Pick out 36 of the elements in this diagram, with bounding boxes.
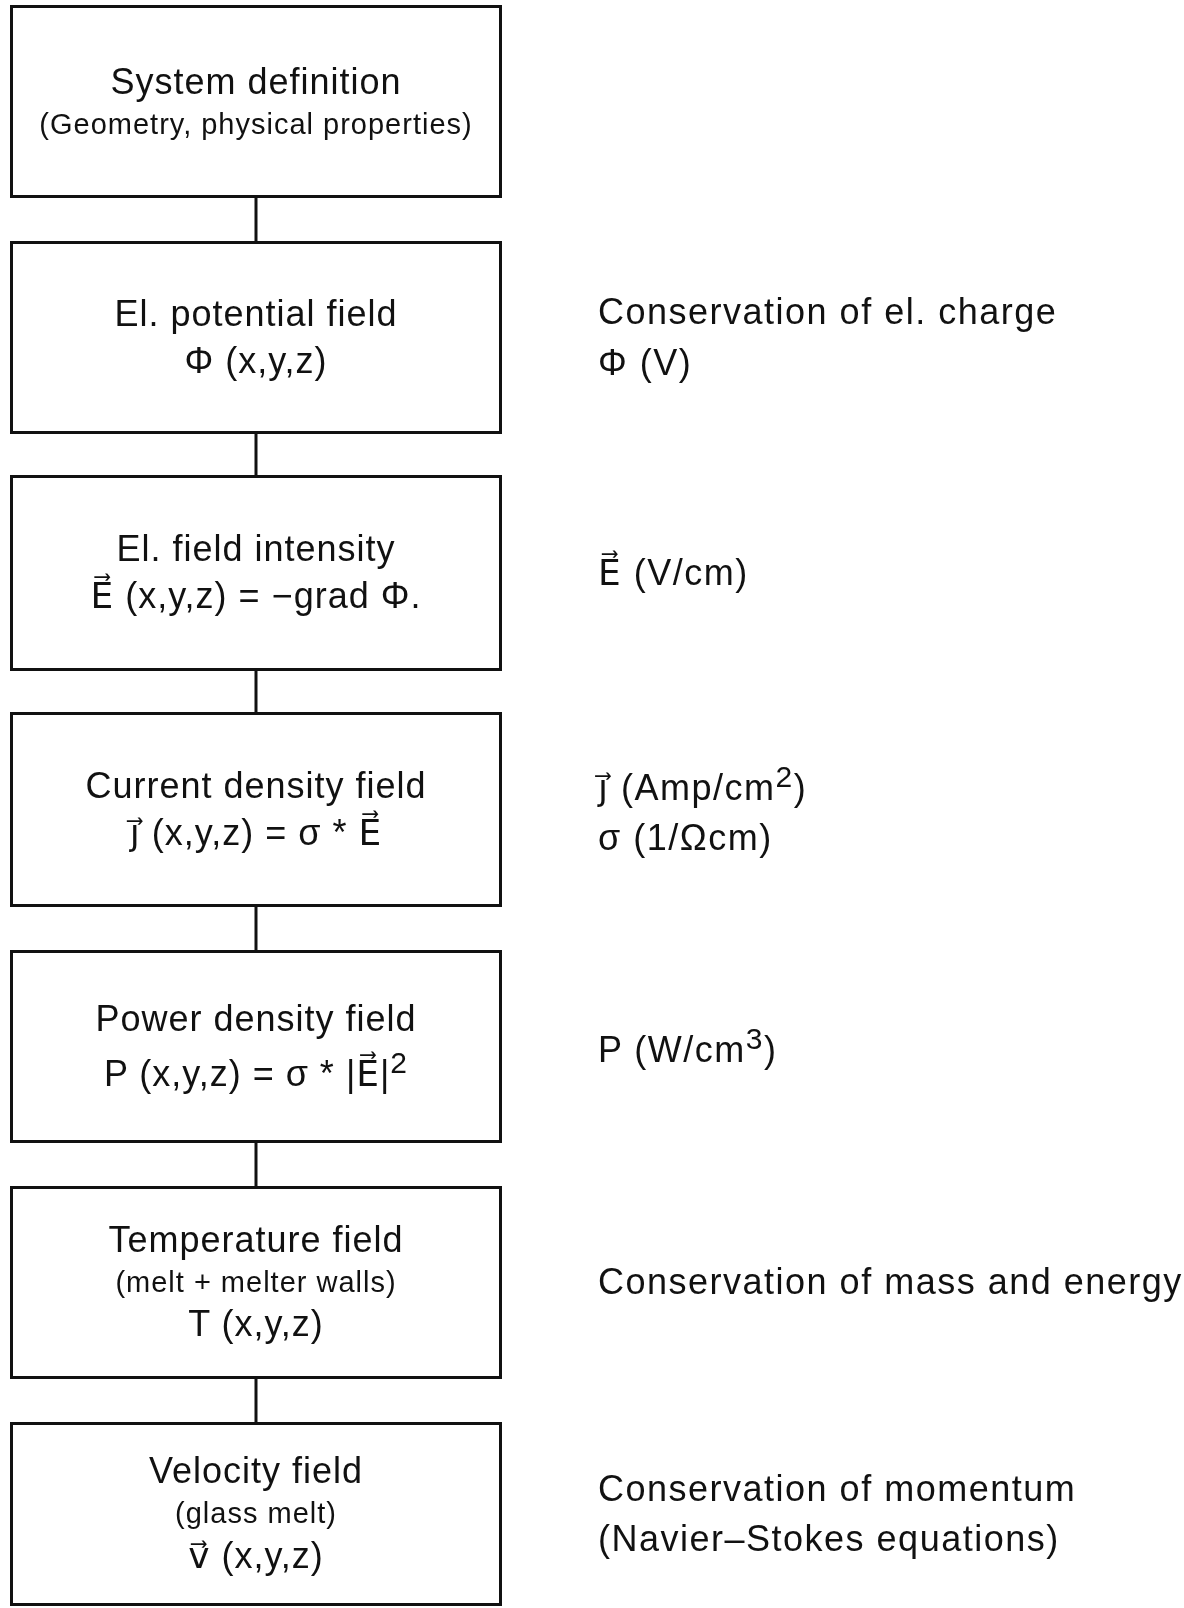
box-title: Velocity field	[148, 1449, 364, 1494]
side-note: E⃗ (V/cm)	[598, 549, 749, 595]
process-box	[10, 475, 502, 671]
side-note: (Navier–Stokes equations)	[598, 1517, 1061, 1561]
side-note: Conservation of momentum	[598, 1466, 1077, 1511]
process-box	[10, 241, 502, 434]
box-title: El. potential field	[114, 291, 398, 336]
side-note: Conservation of el. charge	[598, 290, 1058, 335]
connector-line	[254, 907, 258, 950]
process-box	[10, 5, 502, 198]
connector-line	[254, 434, 258, 475]
box-text: (Geometry, physical properties)	[39, 107, 473, 143]
process-box	[10, 1186, 502, 1379]
connector-line	[254, 671, 258, 712]
connector-line	[254, 1379, 258, 1422]
connector-line	[254, 1143, 258, 1186]
box-title: Temperature field	[108, 1217, 404, 1262]
box-title: El. field intensity	[116, 527, 396, 572]
box-text: v⃗ (x,y,z)	[188, 1533, 324, 1578]
box-title: System definition	[110, 60, 402, 105]
process-box	[10, 1422, 502, 1606]
side-note: Φ (V)	[598, 340, 694, 385]
box-text: Φ (x,y,z)	[184, 338, 328, 383]
side-note: σ (1/Ωcm)	[598, 816, 774, 860]
process-box	[10, 712, 502, 907]
box-text: (melt + melter walls)	[115, 1264, 397, 1300]
process-box	[10, 950, 502, 1143]
box-text: T (x,y,z)	[188, 1302, 324, 1347]
connector-line	[254, 198, 258, 241]
box-text: (glass melt)	[175, 1496, 337, 1532]
box-text: E⃗ (x,y,z) = −grad Φ.	[90, 573, 422, 618]
box-text: P (x,y,z) = σ * |E⃗|$^{2}$	[103, 1044, 409, 1096]
side-note: P (W/cm$^{3}$)	[598, 1020, 778, 1072]
box-title: Current density field	[85, 763, 427, 808]
box-title: Power density field	[95, 996, 417, 1041]
side-note: Conservation of mass and energy	[598, 1260, 1183, 1305]
